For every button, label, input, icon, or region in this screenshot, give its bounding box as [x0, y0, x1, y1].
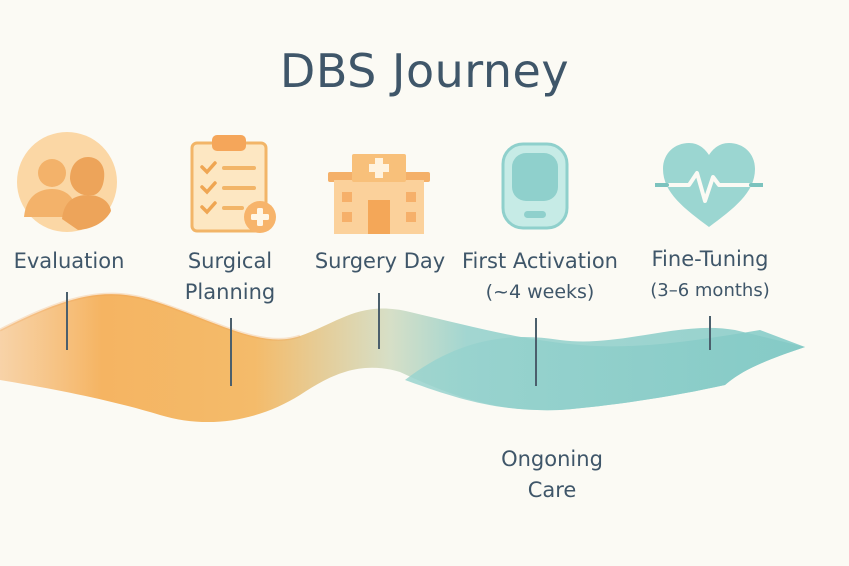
ribbon-fold — [405, 327, 805, 411]
stage-first-activation-title: First Activation — [461, 249, 618, 273]
tick-surgical-planning — [230, 318, 232, 386]
stage-fine-tuning-subtitle: (3–6 months) — [650, 280, 770, 301]
tick-first-activation — [535, 318, 537, 386]
ongoing-care-line2: Care — [527, 478, 577, 502]
tick-evaluation — [66, 292, 68, 350]
heart-pulse-icon — [655, 143, 763, 227]
stage-label-first-activation: First Activation (~4 weeks) — [452, 246, 628, 308]
tick-surgery-day — [378, 293, 380, 349]
tick-fine-tuning — [709, 316, 711, 350]
page-title: DBS Journey — [279, 44, 570, 98]
stage-surgical-subtitle: Planning — [184, 280, 276, 304]
people-icon — [17, 132, 117, 232]
stimulator-device-icon — [501, 142, 569, 230]
stage-first-activation-subtitle: (~4 weeks) — [485, 281, 595, 303]
stage-label-surgical-planning: Surgical Planning — [160, 246, 300, 308]
ongoing-care-label: Ongoning Care — [470, 444, 634, 506]
clipboard-icon — [190, 135, 276, 233]
stage-evaluation-title: Evaluation — [13, 249, 125, 273]
stage-surgical-title: Surgical — [187, 249, 273, 273]
hospital-icon — [328, 154, 430, 234]
stage-label-evaluation: Evaluation — [0, 246, 138, 277]
stage-label-fine-tuning: Fine-Tuning (3–6 months) — [630, 244, 790, 306]
ongoing-care-line1: Ongoning — [501, 447, 603, 471]
stage-fine-tuning-title: Fine-Tuning — [651, 247, 769, 271]
stage-surgery-day-title: Surgery Day — [314, 249, 446, 273]
stage-label-surgery-day: Surgery Day — [305, 246, 455, 277]
